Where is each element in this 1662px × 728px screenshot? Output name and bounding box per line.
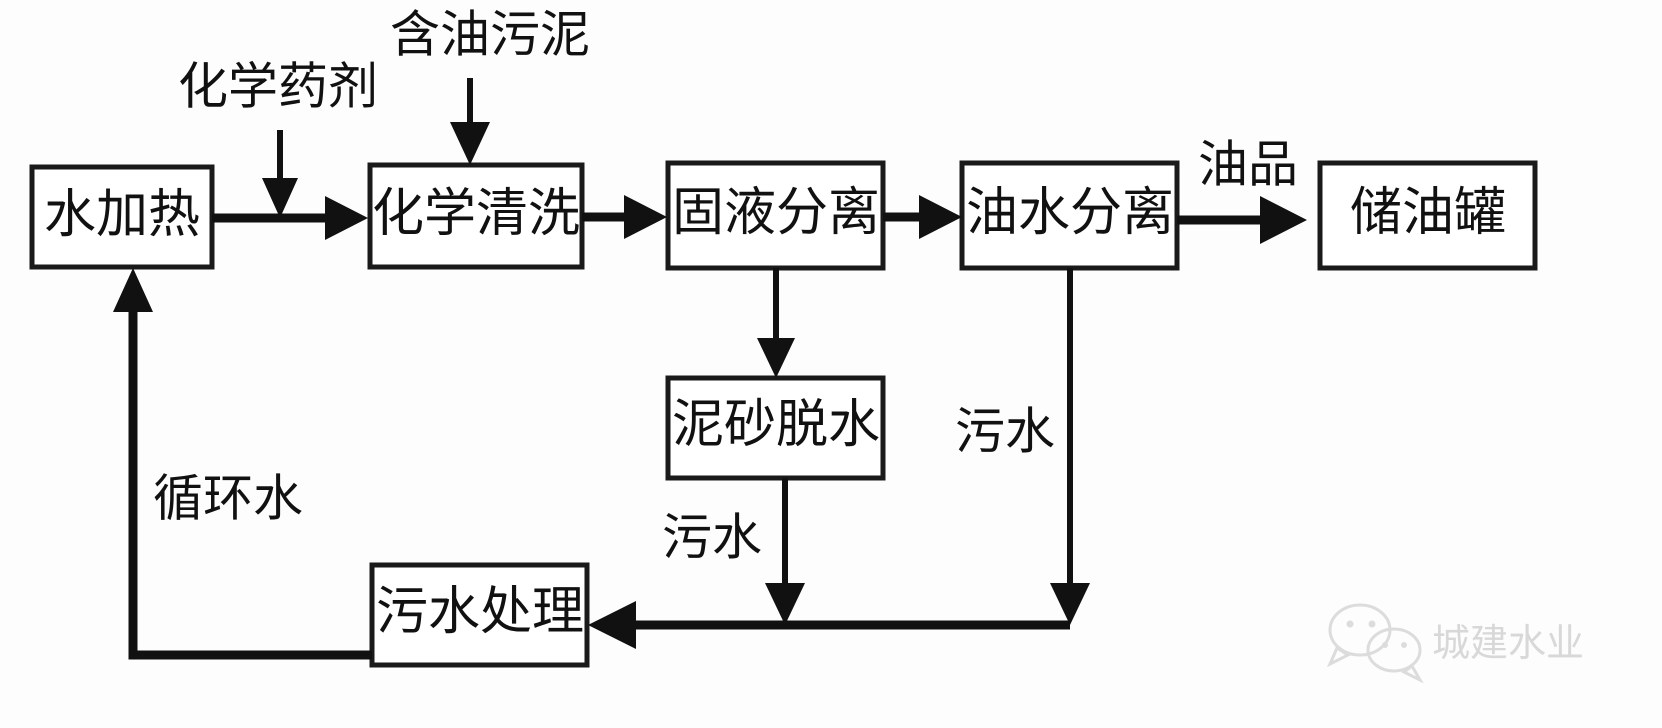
node-solid-liquid-separation[interactable]: 固液分离 bbox=[665, 160, 886, 271]
node-label-chemical-wash: 化学清洗 bbox=[372, 186, 580, 243]
arrow-oily-sludge-down bbox=[450, 78, 490, 165]
arrow-dewatering-to-bottom bbox=[765, 478, 805, 625]
arrow-oil-water-to-bottom bbox=[1050, 268, 1090, 625]
node-label-sludge-dewatering: 泥砂脱水 bbox=[672, 397, 880, 454]
arrow-oil-water-to-tank bbox=[1177, 196, 1307, 244]
edge-label-sewage-right: 污水 bbox=[955, 403, 1055, 459]
node-label-water-heating: 水加热 bbox=[44, 187, 200, 244]
node-chemical-wash[interactable]: 化学清洗 bbox=[367, 162, 585, 270]
edge-label-chemical-agent: 化学药剂 bbox=[178, 58, 378, 114]
watermark-label: 城建水业 bbox=[1432, 623, 1584, 665]
wechat-icon bbox=[1326, 603, 1424, 684]
node-box-sludge-dewatering bbox=[665, 375, 886, 481]
arrow-bottom-to-sewage-treatment bbox=[588, 601, 1070, 649]
edge-label-oil-product: 油品 bbox=[1198, 136, 1298, 192]
node-box-sewage-treatment bbox=[369, 562, 590, 668]
node-water-heating[interactable]: 水加热 bbox=[29, 164, 215, 270]
node-box-water-heating bbox=[29, 164, 215, 270]
node-label-oil-storage-tank: 储油罐 bbox=[1350, 185, 1506, 242]
arrow-solid-liquid-to-oil-water bbox=[883, 195, 962, 239]
node-oil-water-separation[interactable]: 油水分离 bbox=[959, 160, 1180, 271]
node-sewage-treatment[interactable]: 污水处理 bbox=[369, 562, 590, 668]
edge-label-oily-sludge: 含油污泥 bbox=[390, 6, 590, 62]
node-label-solid-liquid-separation: 固液分离 bbox=[672, 185, 880, 242]
arrow-sewage-to-heater-return bbox=[113, 268, 372, 660]
edge-label-circulating-water: 循环水 bbox=[153, 470, 303, 526]
edge-label-sewage-middle: 污水 bbox=[662, 509, 762, 565]
arrow-chemical-agent-down bbox=[262, 130, 298, 218]
node-box-oil-storage-tank bbox=[1317, 160, 1538, 271]
watermark: 城建水业 bbox=[1326, 603, 1584, 684]
node-label-oil-water-separation: 油水分离 bbox=[966, 185, 1174, 242]
node-box-chemical-wash bbox=[367, 162, 585, 270]
arrow-solid-liquid-to-dewatering bbox=[757, 268, 795, 378]
node-sludge-dewatering[interactable]: 泥砂脱水 bbox=[665, 375, 886, 481]
node-label-sewage-treatment: 污水处理 bbox=[376, 584, 584, 641]
arrow-wash-to-solid-liquid bbox=[582, 195, 667, 239]
arrow-heater-to-wash bbox=[212, 196, 368, 240]
node-oil-storage-tank[interactable]: 储油罐 bbox=[1317, 160, 1538, 271]
